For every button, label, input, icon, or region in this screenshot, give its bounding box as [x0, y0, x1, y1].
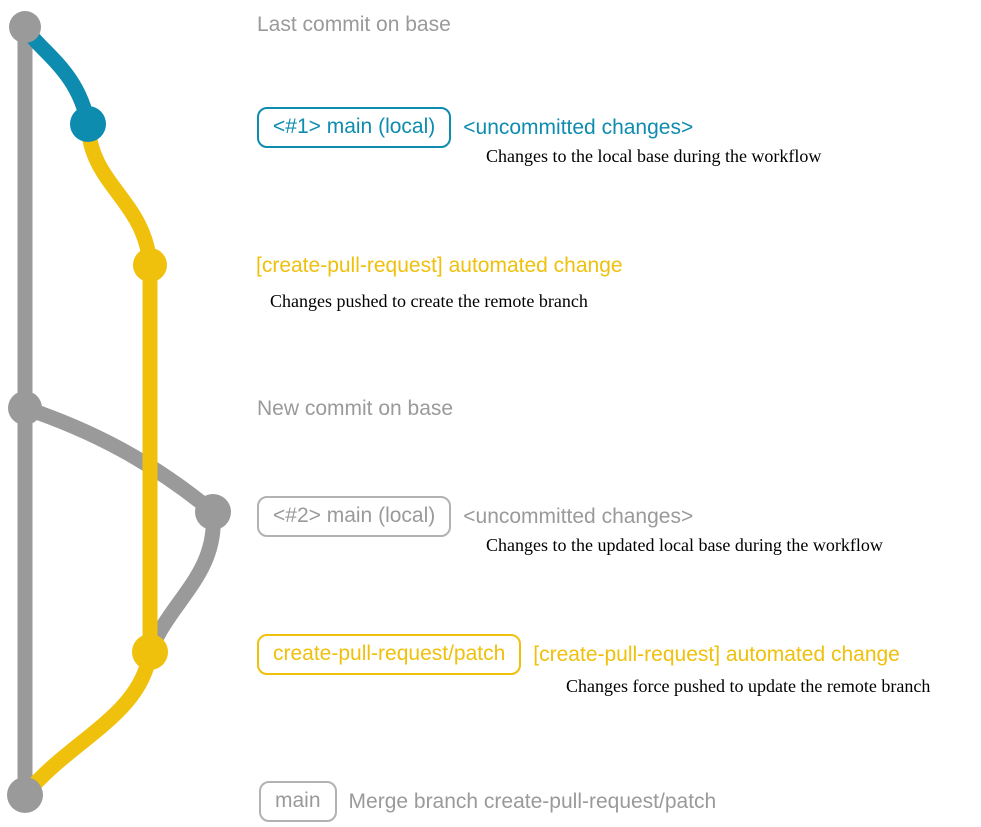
commit-node-merge[interactable] — [7, 777, 43, 813]
commit-label-remote-1: [create-pull-request] automated change — [256, 255, 623, 276]
edge-local1-to-remote1 — [80, 116, 158, 273]
commit-node-local-1[interactable] — [70, 106, 106, 142]
commit-label-local-1: <#1> main (local) <uncommitted changes> — [257, 107, 693, 148]
edge-local2-to-remote2 — [142, 504, 221, 660]
commit-node-remote-2[interactable] — [132, 634, 168, 670]
commit-node-base-last[interactable] — [9, 11, 41, 43]
commit-label-base-new: New commit on base — [257, 398, 453, 419]
commit-label-merge: main Merge branch create-pull-request/pa… — [259, 781, 716, 822]
ref-badge-main-local-2[interactable]: <#2> main (local) — [257, 496, 452, 537]
commit-label-base-last: Last commit on base — [257, 14, 451, 35]
ref-badge-create-pull-request-patch[interactable]: create-pull-request/patch — [257, 634, 522, 675]
commit-subject: [create-pull-request] automated change — [533, 643, 900, 666]
commit-node-remote-1[interactable] — [133, 248, 167, 282]
commit-note-local-1: Changes to the local base during the wor… — [486, 146, 822, 166]
edge-base-to-local2 — [17, 400, 221, 520]
commit-subject: Last commit on base — [257, 13, 451, 36]
commit-node-base-new[interactable] — [8, 391, 42, 425]
ref-badge-main[interactable]: main — [259, 781, 337, 822]
commit-note-local-2: Changes to the updated local base during… — [486, 535, 883, 555]
commit-subject: [create-pull-request] automated change — [256, 254, 623, 277]
edge-remote2-to-merge — [17, 644, 158, 803]
commit-subject: <uncommitted changes> — [463, 505, 694, 528]
commit-note-remote-1: Changes pushed to create the remote bran… — [270, 291, 588, 311]
commit-label-local-2: <#2> main (local) <uncommitted changes> — [257, 496, 693, 537]
commit-subject: New commit on base — [257, 397, 454, 420]
commit-subject: Merge branch create-pull-request/patch — [348, 790, 717, 813]
commit-label-remote-2: create-pull-request/patch [create-pull-r… — [257, 634, 900, 675]
commit-subject: <uncommitted changes> — [463, 116, 694, 139]
ref-badge-main-local-1[interactable]: <#1> main (local) — [257, 107, 452, 148]
commit-note-remote-2: Changes force pushed to update the remot… — [566, 676, 931, 696]
commit-node-local-2[interactable] — [195, 494, 231, 530]
